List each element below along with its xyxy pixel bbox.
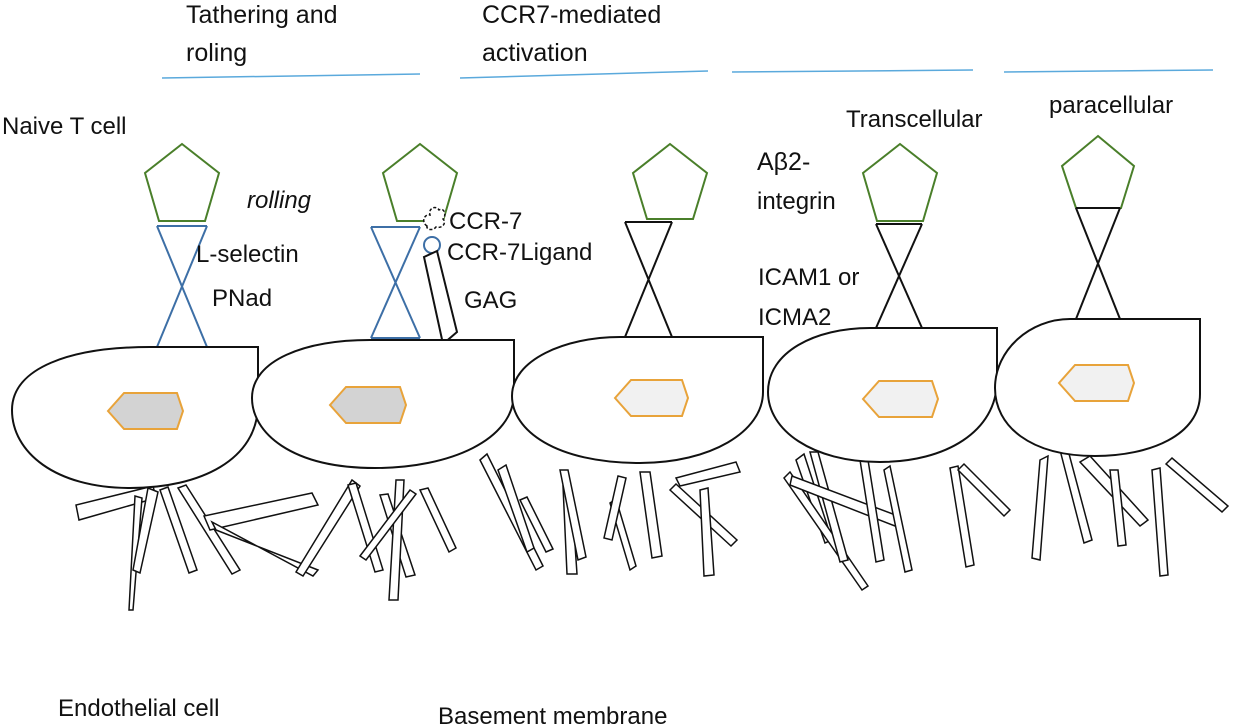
- stage-line-2: [459, 70, 709, 79]
- stage-line-1: [161, 73, 421, 79]
- rolling-label: rolling: [247, 187, 312, 214]
- ccr7-ligand-label: CCR-7Ligand: [447, 239, 592, 266]
- basement-membrane-fibers: [75, 449, 1230, 611]
- nucleus-3: [613, 379, 690, 417]
- endothelial-cell-label: Endothelial cell: [58, 695, 219, 722]
- nucleus-1: [106, 392, 185, 430]
- stage-1-title-line2: roling: [186, 39, 247, 67]
- paracellular-label: paracellular: [1049, 92, 1173, 119]
- transcellular-label: Transcellular: [846, 106, 983, 133]
- ccr7-label: CCR-7: [449, 208, 522, 235]
- naive-t-cell-label: Naive T cell: [2, 113, 127, 140]
- abeta2-integrin-label-line1: Aβ2-: [757, 148, 810, 176]
- t-cell-4: [861, 142, 939, 222]
- stage-2-title-line1: CCR7-mediated: [482, 1, 661, 29]
- endothelial-cells: [10, 318, 1201, 490]
- integrin-hourglass-4: [875, 223, 923, 329]
- integrin-hourglass-3: [624, 221, 673, 338]
- gag-label: GAG: [464, 287, 517, 314]
- nuclei: [106, 364, 1136, 430]
- t-cell-5: [1060, 134, 1136, 209]
- nucleus-4: [861, 380, 940, 418]
- t-cells: [143, 134, 1136, 222]
- t-cell-2: [381, 142, 459, 222]
- nucleus-5: [1057, 364, 1136, 402]
- l-selectin-label: L-selectin: [196, 241, 299, 268]
- stage-2-title-line2: activation: [482, 39, 588, 67]
- t-cell-1: [143, 142, 221, 222]
- gag-shape: [422, 249, 459, 346]
- basement-membrane-label: Basement membrane: [438, 703, 667, 728]
- ccr7-receptor-shape: [422, 206, 446, 231]
- stage-line-3: [731, 69, 974, 73]
- icam-label-line2: ICMA2: [758, 304, 831, 331]
- integrin-hourglasses: [624, 207, 1121, 338]
- abeta2-integrin-label-line2: integrin: [757, 188, 836, 215]
- pnad-label: PNad: [212, 285, 272, 312]
- selectin-hourglass-2: [370, 226, 421, 339]
- stage-line-4: [1003, 69, 1214, 73]
- stage-header-lines: [161, 69, 1214, 79]
- stage-1-title-line1: Tathering and: [186, 1, 338, 29]
- integrin-hourglass-5: [1075, 207, 1121, 320]
- nucleus-2: [328, 386, 408, 424]
- icam-label-line1: ICAM1 or: [758, 264, 859, 291]
- t-cell-3: [631, 142, 709, 220]
